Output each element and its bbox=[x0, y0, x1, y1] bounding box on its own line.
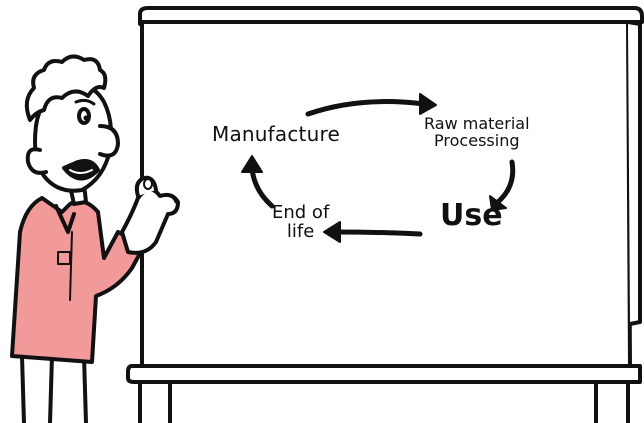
arrowhead-use bbox=[489, 195, 507, 211]
cycle-arrows bbox=[249, 99, 516, 237]
node-raw-material-processing: Raw material Processing bbox=[424, 114, 530, 150]
arrow-raw-to-use bbox=[495, 159, 516, 205]
arrowhead-raw bbox=[419, 93, 437, 115]
node-manufacture: Manufacture bbox=[212, 122, 340, 146]
whiteboard bbox=[126, 6, 644, 423]
node-end-of-life: End of life bbox=[272, 202, 330, 242]
arrowhead-eol bbox=[323, 221, 341, 243]
node-use: Use bbox=[440, 198, 503, 233]
shirt bbox=[10, 196, 146, 364]
smile bbox=[62, 159, 100, 181]
left-leg bbox=[20, 354, 26, 423]
node-end-of-life-line2: life bbox=[286, 220, 315, 242]
right-leg bbox=[82, 354, 88, 423]
hair bbox=[24, 54, 108, 122]
node-raw-material-line2: Processing bbox=[434, 130, 520, 150]
node-end-of-life-line1: End of bbox=[272, 202, 330, 223]
arrow-heads bbox=[241, 93, 507, 243]
arrow-use-to-eol bbox=[333, 229, 423, 237]
presenter-figure bbox=[10, 54, 180, 423]
arrowhead-manufacture bbox=[241, 155, 263, 173]
node-raw-material-line1: Raw material bbox=[424, 114, 530, 133]
arrow-manufacture-to-raw bbox=[305, 99, 427, 117]
